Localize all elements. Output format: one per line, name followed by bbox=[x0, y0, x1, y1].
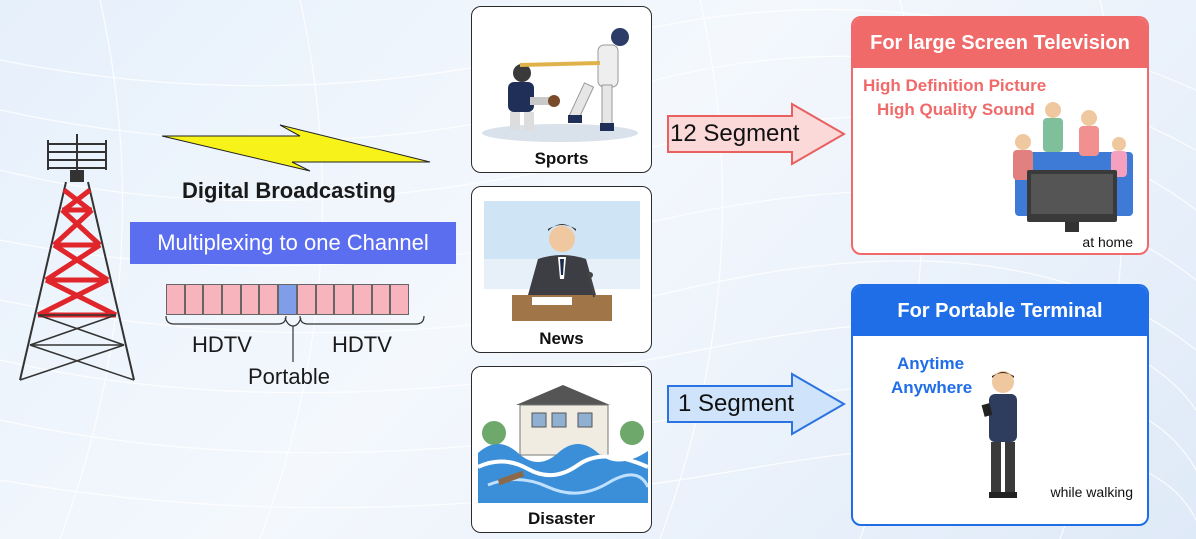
segment-cell bbox=[296, 284, 316, 315]
twelve-segment-label: 12 Segment bbox=[670, 120, 800, 147]
segment-cell bbox=[184, 284, 204, 315]
family-tv-icon bbox=[1013, 102, 1133, 232]
segment-cell bbox=[222, 284, 241, 315]
disaster-card: Disaster bbox=[471, 366, 652, 533]
segment-cell bbox=[315, 284, 335, 315]
multiplexing-label: Multiplexing to one Channel bbox=[130, 222, 456, 264]
news-anchor-icon bbox=[484, 201, 640, 321]
walking-person-phone-icon bbox=[981, 371, 1017, 498]
hdtv-right-label: HDTV bbox=[332, 332, 392, 357]
one-segment-label: 1 Segment bbox=[678, 390, 795, 417]
at-home-note: at home bbox=[1082, 234, 1133, 250]
portable-label: Portable bbox=[248, 364, 330, 389]
large-screen-panel: For large Screen Television High Definit… bbox=[851, 16, 1149, 255]
portable-segment-cell bbox=[278, 284, 297, 315]
news-caption: News bbox=[539, 329, 584, 348]
segment-brackets bbox=[165, 315, 425, 362]
flood-house-icon bbox=[478, 385, 648, 503]
anywhere-text: Anywhere bbox=[891, 378, 973, 397]
segment-cell bbox=[352, 284, 372, 315]
sports-card: Sports bbox=[471, 6, 652, 173]
one-segment-arrow-icon bbox=[667, 372, 846, 436]
segment-cell bbox=[259, 284, 279, 315]
hdtv-left-label: HDTV bbox=[192, 332, 252, 357]
anytime-text: Anytime bbox=[897, 354, 965, 373]
sports-caption: Sports bbox=[534, 149, 589, 168]
hq-sound-text: High Quality Sound bbox=[877, 100, 1035, 119]
twelve-segment-arrow-icon bbox=[667, 102, 846, 166]
broadcast-tower-icon bbox=[19, 134, 135, 381]
segment-cell bbox=[334, 284, 353, 315]
hd-picture-text: High Definition Picture bbox=[863, 76, 1047, 95]
while-walking-note: while walking bbox=[1050, 484, 1133, 500]
digital-broadcasting-label: Digital Broadcasting bbox=[182, 178, 396, 203]
segment-cell bbox=[390, 284, 409, 315]
portable-title: For Portable Terminal bbox=[853, 286, 1147, 336]
disaster-caption: Disaster bbox=[527, 509, 596, 528]
segment-cell bbox=[166, 284, 185, 315]
segment-cell bbox=[203, 284, 223, 315]
segment-bar bbox=[166, 284, 409, 315]
portable-panel: For Portable Terminal Anytime Anywhere w… bbox=[851, 284, 1149, 526]
news-card: News bbox=[471, 186, 652, 353]
large-screen-title: For large Screen Television bbox=[853, 18, 1147, 68]
baseball-players-icon bbox=[482, 28, 638, 142]
segment-cell bbox=[371, 284, 391, 315]
segment-cell bbox=[240, 284, 260, 315]
lightning-signal-icon bbox=[161, 124, 431, 172]
